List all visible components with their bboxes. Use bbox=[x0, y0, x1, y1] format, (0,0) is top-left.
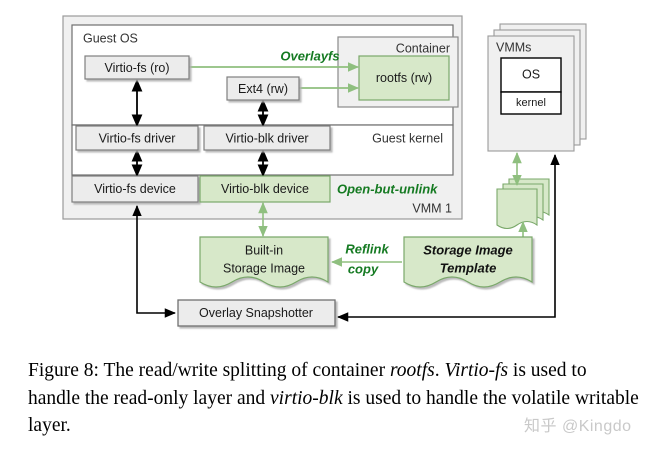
vmms-label: VMMs bbox=[496, 40, 531, 54]
box-rootfs-rw[interactable]: rootfs (rw) bbox=[358, 55, 450, 101]
box-virtio-blk-device-label: Virtio-blk device bbox=[221, 182, 309, 196]
guest-kernel-label: Guest kernel bbox=[372, 131, 443, 145]
caption-part4: is used to handle the volatile writable … bbox=[28, 387, 639, 437]
annotation-open-but-unlink: Open-but-unlink bbox=[337, 181, 438, 196]
box-virtio-fs-ro[interactable]: Virtio-fs (ro) bbox=[84, 55, 190, 80]
vmms-os-label: OS bbox=[522, 67, 540, 81]
box-virtio-fs-device-label: Virtio-fs device bbox=[94, 182, 176, 196]
caption-part2: . bbox=[434, 360, 445, 381]
guest-os-label: Guest OS bbox=[83, 31, 138, 45]
architecture-diagram: VMM 1 Guest OS Guest kernel Container bbox=[62, 15, 587, 327]
caption-part1: The read/write splitting of container bbox=[98, 360, 390, 381]
builtin-storage-image-line2: Storage Image bbox=[223, 261, 305, 275]
overlay-snapshotter-label: Overlay Snapshotter bbox=[199, 306, 313, 320]
vmm1-region-label: VMM 1 bbox=[412, 201, 452, 215]
vmms-kernel-label: kernel bbox=[516, 97, 546, 109]
figure-caption: Figure 8: The read/write splitting of co… bbox=[28, 357, 640, 440]
caption-italic-virtiofs: Virtio-fs bbox=[444, 360, 509, 381]
overlayfs-arrows bbox=[169, 62, 359, 93]
box-ext4-rw[interactable]: Ext4 (rw) bbox=[226, 76, 300, 101]
caption-prefix: Figure 8: bbox=[28, 360, 99, 381]
box-virtio-fs-driver[interactable]: Virtio-fs driver bbox=[75, 125, 199, 151]
box-virtio-fs-device[interactable]: Virtio-fs device bbox=[71, 175, 199, 203]
storage-image-template-line1: Storage Image bbox=[423, 242, 513, 257]
box-virtio-blk-driver[interactable]: Virtio-blk driver bbox=[203, 125, 331, 151]
storage-image-template[interactable]: Storage Image Template bbox=[403, 236, 533, 288]
builtin-storage-image[interactable]: Built-in Storage Image bbox=[199, 236, 329, 288]
overlay-snapshotter[interactable]: Overlay Snapshotter bbox=[177, 299, 336, 327]
vertical-connector-arrows bbox=[131, 78, 269, 178]
caption-italic-virtioblk: virtio-blk bbox=[270, 387, 343, 409]
caption-part3: is used to handle the read-only layer an… bbox=[28, 360, 587, 409]
box-ext4-rw-label: Ext4 (rw) bbox=[238, 82, 288, 96]
annotation-overlayfs: Overlayfs bbox=[280, 48, 339, 63]
builtin-storage-image-line1: Built-in bbox=[245, 243, 283, 257]
annotation-reflink-line2: copy bbox=[348, 261, 379, 276]
annotation-reflink-line1: Reflink bbox=[345, 241, 389, 256]
box-virtio-fs-driver-label: Virtio-fs driver bbox=[99, 131, 176, 145]
arrow-snapshotter-to-fsdevice bbox=[132, 205, 176, 318]
box-virtio-blk-driver-label: Virtio-blk driver bbox=[225, 131, 308, 145]
box-virtio-blk-device[interactable]: Virtio-blk device bbox=[199, 175, 331, 203]
caption-italic-rootfs: rootfs bbox=[389, 360, 435, 381]
box-virtio-fs-ro-label: Virtio-fs (ro) bbox=[104, 61, 169, 75]
box-rootfs-rw-label: rootfs (rw) bbox=[376, 71, 432, 85]
vmms-stack[interactable]: VMMs OS kernel bbox=[487, 23, 587, 152]
storage-image-template-line2: Template bbox=[440, 260, 497, 275]
vmm-image-stack bbox=[496, 178, 550, 230]
container-label: Container bbox=[396, 41, 450, 55]
arrow-snapshotter-to-vmms bbox=[337, 154, 560, 322]
